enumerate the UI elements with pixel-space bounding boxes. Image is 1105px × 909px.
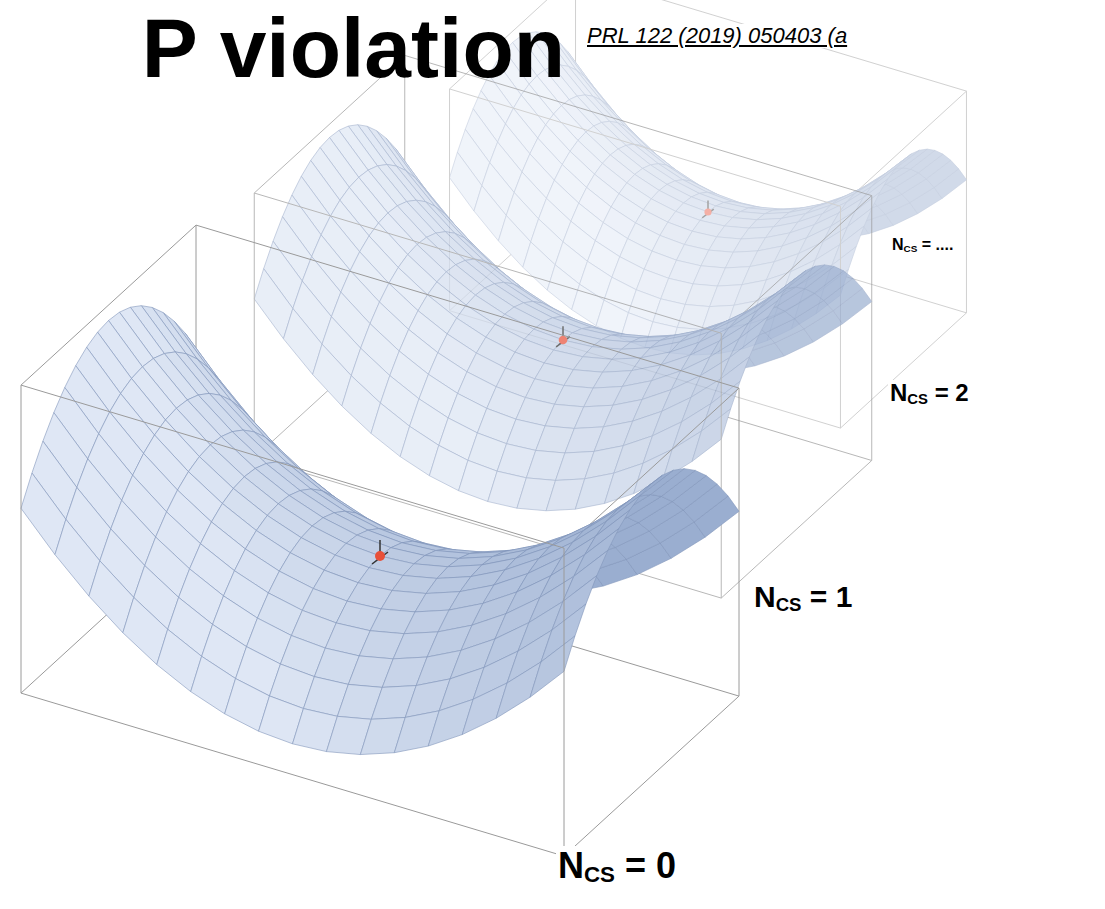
saddle-surface [692, 409, 731, 462]
citation: PRL 122 (2019) 050403 (a [585, 24, 849, 48]
box-edge [450, 311, 841, 428]
box-edge [721, 333, 722, 598]
chern-simons-label: NCS = .... [890, 236, 955, 255]
box-edge [739, 388, 740, 696]
saddle-surface [895, 149, 927, 169]
saddle-point [372, 540, 388, 564]
saddle-box [254, 55, 871, 598]
saddle-surface [607, 484, 652, 522]
box-edge [21, 225, 196, 385]
saddle-box [21, 225, 739, 856]
box-edge [254, 193, 255, 458]
chern-simons-label: NCS = 0 [556, 846, 678, 888]
box-edge [21, 385, 22, 693]
saddle-surface [639, 469, 684, 496]
box-edge [871, 196, 872, 461]
saddle-surface [530, 636, 575, 697]
box-edge [564, 548, 565, 856]
saddle-point [702, 200, 714, 217]
box-edge [721, 460, 872, 598]
box-edge [196, 225, 739, 388]
saddle-surface [758, 278, 797, 310]
chern-simons-label: NCS = 1 [752, 580, 854, 615]
box-edge [576, 0, 967, 91]
box-edge [21, 385, 564, 548]
chern-simons-label: NCS = 2 [888, 380, 971, 407]
box-edge [840, 313, 966, 428]
saddle-surface [786, 265, 825, 289]
box-edge [450, 89, 841, 206]
box-edge [564, 696, 739, 856]
slide-title: P violation [142, 2, 565, 94]
box-edge [966, 91, 967, 313]
box-edge [21, 693, 564, 856]
